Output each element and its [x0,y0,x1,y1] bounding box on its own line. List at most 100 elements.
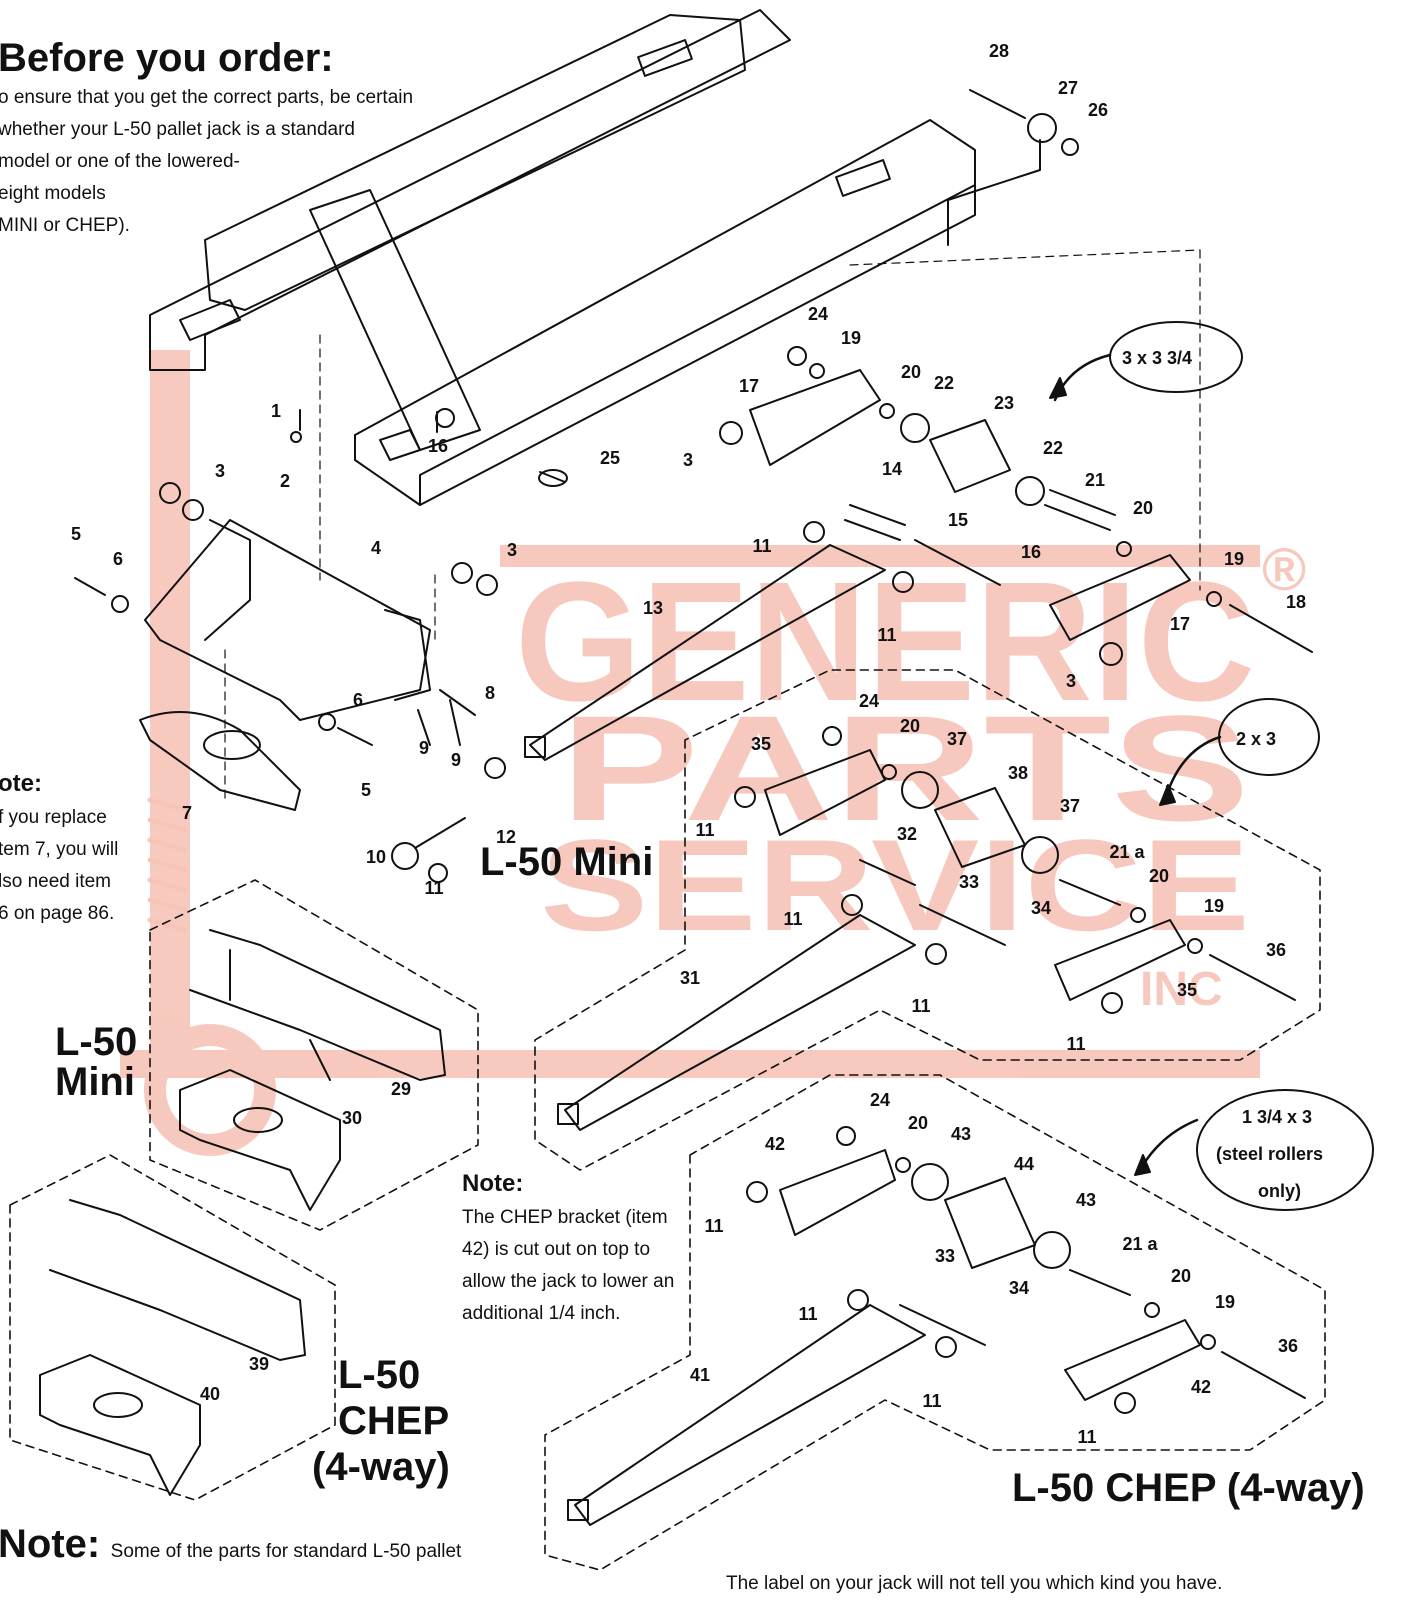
part-callout-9: 9 [451,750,461,770]
intro-line: o ensure that you get the correct parts,… [0,87,414,108]
part-callout-11: 11 [1066,1034,1085,1054]
part-callout-39: 39 [249,1354,269,1374]
part-callout-36: 36 [1278,1336,1298,1356]
part-callout-34: 34 [1009,1278,1029,1298]
part-callout-33: 33 [935,1246,955,1266]
size-ovals [1049,321,1374,1211]
side-note-text: f you replace tem 7, you will lso need i… [0,802,128,930]
part-callout-10: 10 [366,847,386,867]
part-callout-33: 33 [959,872,979,892]
model-label-line: (4-way) [312,1445,450,1489]
part-callout-19: 19 [841,328,861,348]
linkage-assembly [74,334,568,883]
bottom-note: Note: Some of the parts for standard L-5… [0,1522,461,1567]
part-callout-15: 15 [948,510,968,530]
part-callout-21a: 21 a [1109,842,1145,862]
watermark-line-3: SERVICE [540,812,1250,958]
roller-size-chep-3: only) [1258,1181,1301,1201]
bottom-caption: The label on your jack will not tell you… [726,1573,1223,1594]
part-callout-23: 23 [994,393,1014,413]
part-callout-22: 22 [1043,438,1063,458]
part-callout-1: 1 [271,401,281,421]
part-callout-38: 38 [1008,763,1028,783]
part-callout-5: 5 [71,524,81,544]
intro-line: MINI or CHEP). [0,215,130,236]
watermark-line-1: GENERIC [515,547,1255,737]
intro-line: whether your L-50 pallet jack is a stand… [0,119,355,140]
part-callout-37: 37 [947,729,967,749]
part-callout-35: 35 [751,734,771,754]
part-callout-16: 16 [1021,542,1041,562]
part-callout-20: 20 [1149,866,1169,886]
part-callout-43: 43 [951,1124,971,1144]
standard-roller-assembly [524,249,1313,761]
side-note-line: f you replace [0,807,107,828]
spring-graphic [147,797,188,933]
part-callout-20: 20 [1133,498,1153,518]
part-callout-11: 11 [783,909,802,929]
model-label-line: L-50 [55,1020,138,1064]
part-callout-24: 24 [870,1090,890,1110]
part-callout-40: 40 [200,1384,220,1404]
part-callout-37: 37 [1060,796,1080,816]
part-callout-21: 21 [1085,470,1105,490]
chep-note-line: The CHEP bracket (item [462,1207,668,1228]
roller-size-chep-2: (steel rollers [1216,1144,1323,1164]
part-callout-11: 11 [424,878,443,898]
watermark-registered: ® [1262,536,1306,603]
side-note-line: lso need item [0,871,112,892]
part-callout-9: 9 [419,738,429,758]
model-label-mini-left: L-50 Mini [55,1022,137,1102]
part-callout-16: 16 [428,436,448,456]
chep-note-heading: Note: [462,1170,524,1197]
watermark-line-4: INC [1140,963,1223,1016]
side-note-line: tem 7, you will [0,839,119,860]
part-callout-22: 22 [934,373,954,393]
chep-note-line: allow the jack to lower an [462,1271,675,1292]
part-callout-35: 35 [1177,980,1197,1000]
part-callout-24: 24 [808,304,828,324]
part-callout-13: 13 [643,598,663,618]
part-callout-32: 32 [897,824,917,844]
part-callout-3: 3 [215,461,225,481]
part-callout-11: 11 [752,536,771,556]
model-label-mini-center: L-50 Mini [480,840,654,884]
part-callout-42: 42 [765,1134,785,1154]
fork-frame [149,9,976,506]
bottom-note-heading: Note: [0,1522,101,1566]
part-callout-3: 3 [1066,671,1076,691]
parts-26-28 [947,89,1079,246]
mini-roller-box [534,669,1321,1171]
roller-size-chep-1: 1 3/4 x 3 [1242,1107,1312,1127]
chep-linkage-box [9,1154,336,1501]
model-label-line: L-50 [338,1353,421,1397]
part-callout-24: 24 [859,691,879,711]
watermark-bar-top [500,545,1260,567]
watermark-bar-left [150,350,190,1050]
chep-note-line: 42) is cut out on top to [462,1239,651,1260]
intro-line: model or one of the lowered- [0,151,240,172]
part-callout-17: 17 [739,376,759,396]
part-callout-43: 43 [1076,1190,1096,1210]
part-callout-27: 27 [1058,78,1078,98]
model-label-line: Mini [55,1060,135,1104]
part-callout-11: 11 [1077,1427,1096,1447]
part-callout-34: 34 [1031,898,1051,918]
roller-size-mini: 2 x 3 [1236,729,1276,749]
part-callout-20: 20 [908,1113,928,1133]
part-callout-36: 36 [1266,940,1286,960]
chep-note-line: additional 1/4 inch. [462,1303,621,1324]
side-note-heading: ote: [0,770,42,797]
part-callout-11: 11 [798,1304,817,1324]
part-callout-17: 17 [1170,614,1190,634]
chep-note-text: The CHEP bracket (item 42) is cut out on… [462,1202,702,1330]
part-callout-5: 5 [361,780,371,800]
part-callout-6: 6 [113,549,123,569]
part-callout-25: 25 [600,448,620,468]
part-callout-44: 44 [1014,1154,1034,1174]
part-callout-31: 31 [680,968,700,988]
mini-linkage-box [149,879,479,1231]
part-callout-30: 30 [342,1108,362,1128]
